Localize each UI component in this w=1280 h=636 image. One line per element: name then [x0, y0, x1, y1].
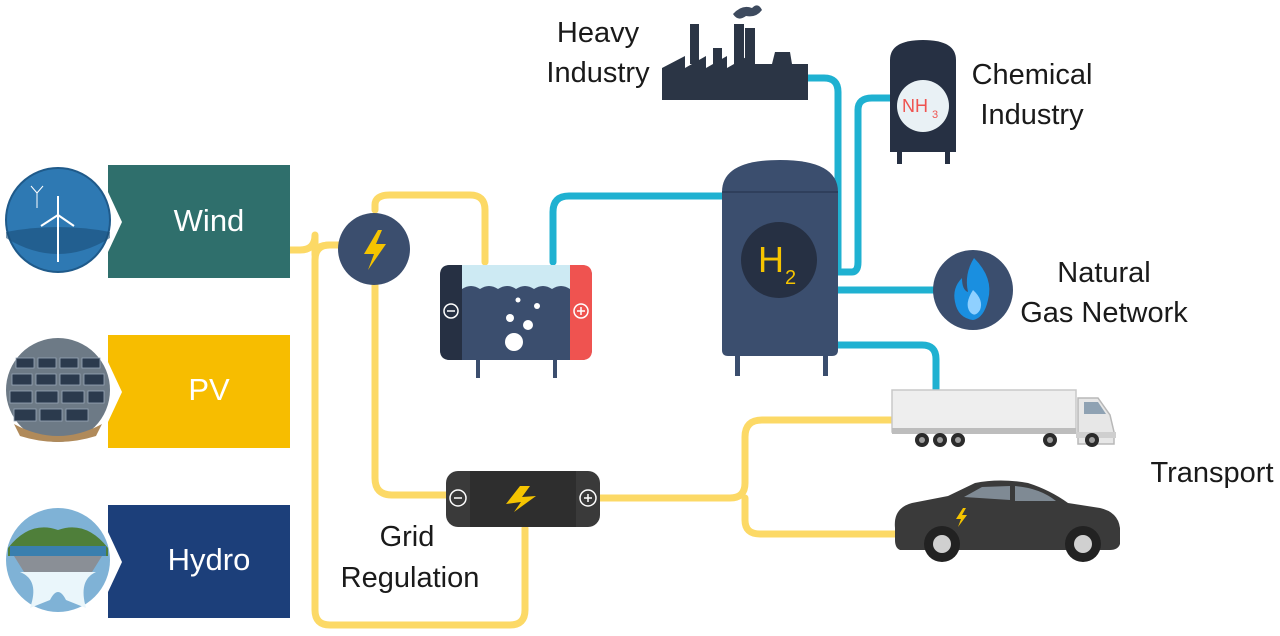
- pv-photo: [6, 338, 110, 442]
- hydro-label: Hydro: [168, 542, 251, 577]
- line-storage-to-heavy-industry: [804, 74, 842, 272]
- chemical-industry-label-2: Industry: [980, 99, 1084, 131]
- lightning-icon: [364, 230, 386, 270]
- battery-plus-icon: [579, 489, 597, 507]
- hydro-banner: [108, 505, 290, 618]
- smoke-icon: [733, 5, 762, 19]
- line-storage-to-chemical: [834, 94, 896, 276]
- car-icon: [894, 480, 1120, 562]
- electric-lines: [286, 191, 899, 629]
- line-electrolyzer-to-storage: [549, 192, 728, 266]
- line-left-loop: [311, 241, 529, 629]
- wind-turbine-icon: [30, 185, 75, 262]
- pv-label: PV: [188, 372, 230, 407]
- natural-gas-label-2: Gas Network: [1020, 297, 1188, 329]
- line-storage-to-truck: [834, 341, 940, 394]
- heavy-industry-label-1: Heavy: [557, 17, 640, 49]
- solar-panel-icon: [9, 357, 105, 422]
- pv-banner: [108, 335, 290, 448]
- source-pv[interactable]: PV: [6, 335, 290, 448]
- minus-icon: [443, 303, 459, 319]
- wind-banner: [108, 165, 290, 278]
- grid-battery: [446, 471, 600, 527]
- battery-minus-icon: [449, 489, 467, 507]
- wind-label: Wind: [174, 203, 245, 238]
- dam-icon: [14, 556, 102, 572]
- grid-label-1: Grid: [380, 521, 435, 553]
- power-junction: [338, 213, 410, 285]
- heavy-industry-factory-icon: [662, 5, 808, 100]
- hydrogen-storage-tank: H 2: [722, 160, 838, 376]
- chemical-industry-label-1: Chemical: [972, 59, 1093, 91]
- battery-lightning-icon: [506, 486, 536, 512]
- cathode: [440, 265, 462, 360]
- line-power-to-battery: [371, 281, 450, 499]
- line-power-to-electrolyzer: [371, 191, 489, 266]
- h2-symbol: H: [758, 239, 784, 280]
- plus-icon: [573, 303, 589, 319]
- nh3-subscript: 3: [932, 109, 938, 121]
- car-lightning-icon: [956, 508, 967, 527]
- nh3-symbol: NH: [902, 96, 928, 116]
- source-hydro[interactable]: Hydro: [6, 505, 290, 618]
- source-wind[interactable]: Wind: [5, 165, 290, 278]
- bubbles-icon: [505, 297, 540, 351]
- natural-gas-label-1: Natural: [1057, 257, 1151, 289]
- truck-icon: [891, 389, 1116, 447]
- h2-subscript: 2: [785, 267, 796, 289]
- transport-label: Transport: [1150, 457, 1273, 489]
- line-battery-to-car: [741, 494, 899, 538]
- chemical-industry-tank-icon: NH 3: [890, 40, 956, 164]
- heavy-industry-label-2: Industry: [546, 57, 650, 89]
- hydrogen-lines: [549, 74, 940, 394]
- natural-gas-icon: [933, 250, 1013, 330]
- line-battery-to-transport: [596, 416, 896, 502]
- electrolyzer: [440, 265, 592, 378]
- water-spray: [20, 572, 96, 608]
- grid-label-2: Regulation: [341, 562, 480, 594]
